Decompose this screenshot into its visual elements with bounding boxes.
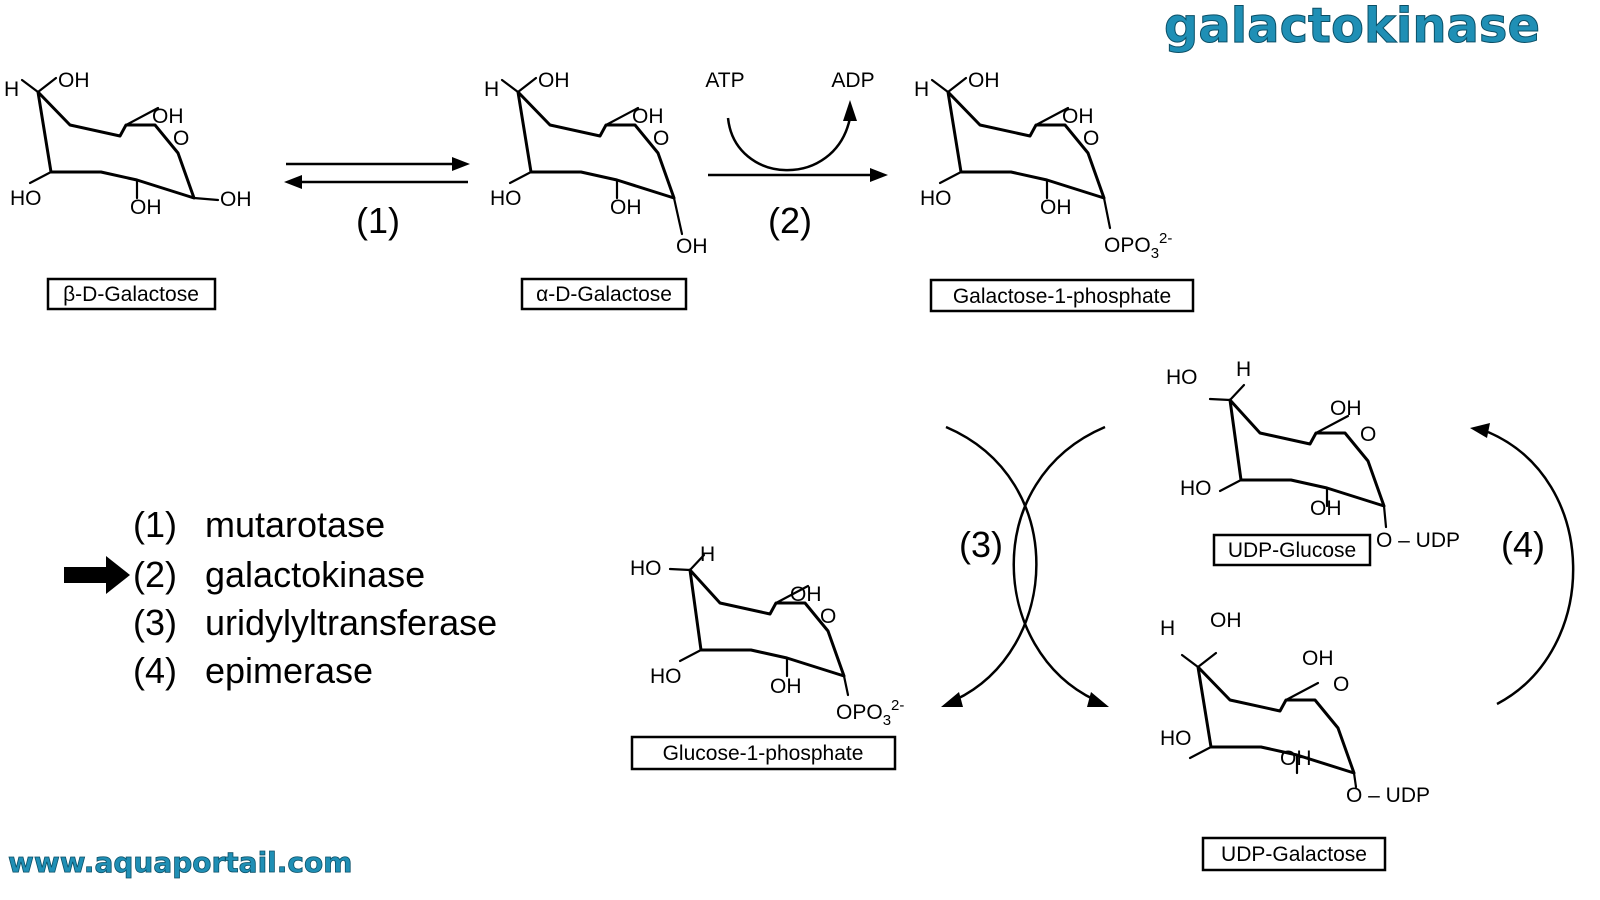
label-alpha-d-galactose: α-D-Galactose [536, 283, 672, 306]
atom-oh: OH [1330, 397, 1362, 420]
molecule-galactose-1-phosphate: H OH OH O HO OH OPO32- [914, 69, 1172, 262]
molecule-udp-galactose: H OH OH O HO OH O – UDP [1160, 609, 1430, 807]
atom-oh: OH [1210, 609, 1242, 632]
atom-oh: OH [790, 583, 822, 606]
atom-oh: OH [1062, 105, 1094, 128]
legend-num: (2) [133, 554, 177, 595]
atom-ho: HO [1166, 366, 1198, 389]
molecule-glucose-1-phosphate: HO H OH O HO OH OPO32- [630, 543, 904, 729]
atom-oh: OH [1280, 747, 1312, 770]
atom-ho: HO [630, 557, 662, 580]
atom-oh: OH [1040, 196, 1072, 219]
label-udp-glucose: UDP-Glucose [1228, 539, 1356, 562]
reaction-3-arrows [941, 425, 1109, 707]
atom-oh: OH [1302, 647, 1334, 670]
molecule-alpha-d-galactose: H OH OH O HO OH OH [484, 69, 708, 258]
atom-h: H [4, 78, 19, 101]
adp-label: ADP [831, 69, 874, 92]
legend-num: (3) [133, 602, 177, 643]
atom-h: H [1160, 617, 1175, 640]
atom-ho: HO [1180, 477, 1212, 500]
label-glucose-1-phosphate: Glucose-1-phosphate [663, 742, 864, 765]
atom-h: H [484, 78, 499, 101]
reaction-4-label: (4) [1501, 524, 1545, 565]
reaction-2-label: (2) [768, 200, 812, 241]
atom-ho: HO [10, 187, 42, 210]
legend-enzyme: galactokinase [205, 554, 425, 595]
phosphate-group: OPO32- [1104, 230, 1172, 262]
atom-ho: HO [1160, 727, 1192, 750]
udp-linkage: O – UDP [1346, 784, 1430, 807]
atp-label: ATP [705, 69, 744, 92]
atom-oh: OH [152, 105, 184, 128]
atom-h: H [700, 543, 715, 566]
reaction-3-label: (3) [959, 524, 1003, 565]
legend-arrow-icon [64, 556, 130, 594]
label-galactose-1-phosphate: Galactose-1-phosphate [953, 285, 1171, 308]
reaction-2-arrow [708, 100, 888, 182]
ring-oxygen: O [1333, 673, 1349, 696]
ring-oxygen: O [653, 127, 669, 150]
website-watermark: www.aquaportail.com [8, 846, 352, 879]
legend-num: (4) [133, 650, 177, 691]
legend-enzyme: mutarotase [205, 504, 385, 545]
reaction-1-label: (1) [356, 200, 400, 241]
enzyme-legend: (1) mutarotase (2) galactokinase (3) uri… [64, 504, 497, 691]
atom-oh: OH [770, 675, 802, 698]
atom-oh: OH [220, 188, 252, 211]
legend-num: (1) [133, 504, 177, 545]
atom-oh: OH [968, 69, 1000, 92]
ring-oxygen: O [820, 605, 836, 628]
atom-ho: HO [650, 665, 682, 688]
legend-enzyme: epimerase [205, 650, 373, 691]
atom-oh: OH [538, 69, 570, 92]
atom-ho: HO [920, 187, 952, 210]
atom-h: H [914, 78, 929, 101]
udp-linkage: O – UDP [1376, 529, 1460, 552]
atom-oh: OH [130, 196, 162, 219]
atom-oh: OH [676, 235, 708, 258]
atom-oh: OH [632, 105, 664, 128]
ring-oxygen: O [1360, 423, 1376, 446]
reaction-1-arrows [284, 157, 470, 189]
atom-h: H [1236, 358, 1251, 381]
legend-enzyme: uridylyltransferase [205, 602, 497, 643]
brand-title: galactokinase [1164, 0, 1540, 54]
atom-ho: HO [490, 187, 522, 210]
atom-oh: OH [58, 69, 90, 92]
ring-oxygen: O [173, 127, 189, 150]
phosphate-group: OPO32- [836, 697, 904, 729]
molecule-udp-glucose: HO H OH O HO OH O – UDP [1166, 358, 1460, 552]
ring-oxygen: O [1083, 127, 1099, 150]
molecule-beta-d-galactose: H OH OH O HO OH OH [4, 69, 252, 219]
reaction-4-arrow [1470, 423, 1575, 706]
atom-oh: OH [610, 196, 642, 219]
label-beta-d-galactose: β-D-Galactose [63, 283, 199, 306]
label-udp-galactose: UDP-Galactose [1221, 843, 1367, 866]
atom-oh: OH [1310, 497, 1342, 520]
